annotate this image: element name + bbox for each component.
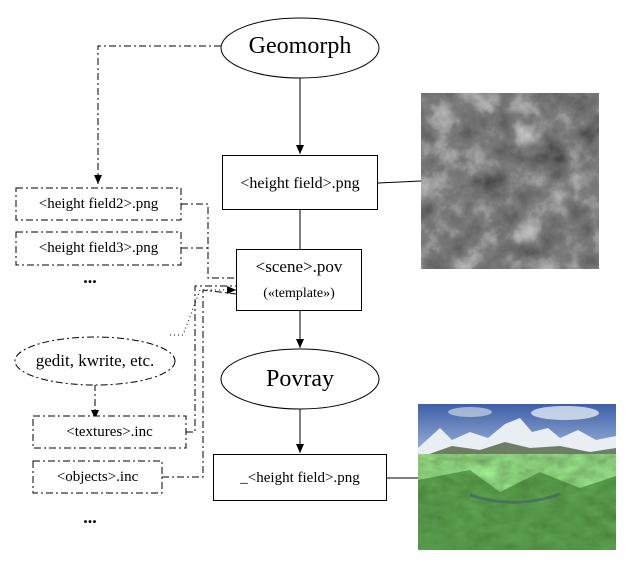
scene-template-label: («template») [263, 286, 335, 301]
rendered-terrain-image [418, 404, 616, 550]
geomorph-label: Geomorph [248, 33, 352, 59]
connector-objects-to-scene [162, 289, 237, 478]
textures-box [32, 415, 187, 449]
heightfield-png-box [222, 155, 378, 210]
objects-inc-label: <objects>.inc [56, 469, 139, 485]
povray-label: Povray [266, 366, 334, 392]
rendered-png-label: _<height field>.png [240, 470, 360, 486]
geomorph-ellipse [220, 17, 380, 79]
rendered-png-box [213, 454, 387, 501]
heightfield2-box [15, 187, 182, 221]
heightfield3-label: <height field3>.png [38, 240, 159, 256]
connector-heightfield2-to-scene [181, 203, 236, 279]
scene-pov-box [236, 249, 362, 311]
heightfield3-box [15, 231, 182, 266]
editors-label: gedit, kwrite, etc. [35, 351, 155, 370]
objects-box [32, 460, 163, 494]
heightmap-image [421, 93, 599, 269]
connector-textures-to-scene [186, 285, 236, 433]
heightfield2-label: <height field2>.png [38, 196, 159, 212]
povray-ellipse [220, 348, 380, 410]
editors-ellipse [14, 336, 176, 386]
scene-pov-label: <scene>.pov [255, 257, 343, 276]
heightfield-png-label: <height field>.png [240, 175, 360, 192]
ellipsis-top: ... [83, 267, 97, 287]
ellipsis-bottom: ... [83, 507, 97, 527]
textures-inc-label: <textures>.inc [66, 424, 153, 440]
arrow-geomorph-to-heightfield2 [94, 45, 221, 184]
connector-heightfield-to-image [377, 180, 422, 184]
